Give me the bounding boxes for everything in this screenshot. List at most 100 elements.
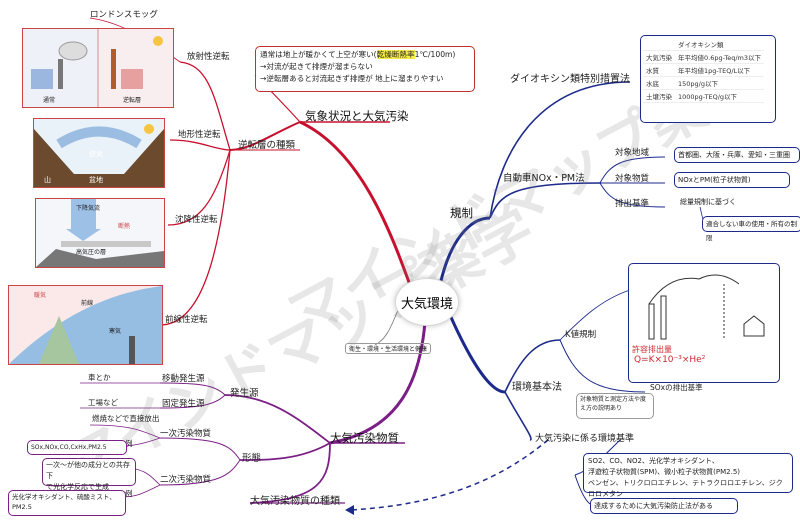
branch-center-weather bbox=[299, 120, 412, 286]
branch-k-picture bbox=[559, 289, 631, 341]
branch-pol-types bbox=[249, 442, 331, 504]
branch-pol-form bbox=[239, 442, 331, 461]
secondary-label[interactable]: 二次汚染物質 bbox=[160, 475, 212, 485]
dioxin-table-row: 大気汚染年平均値0.6pg-Teq/m3以下 bbox=[643, 51, 764, 64]
branch-pol-source bbox=[224, 394, 331, 444]
branch-primary-desc bbox=[89, 424, 161, 439]
dioxin-table-medium: 土壌汚染 bbox=[643, 90, 675, 103]
london-smog-label[interactable]: ロンドンスモッグ bbox=[90, 10, 158, 20]
branch-form-primary bbox=[159, 437, 241, 461]
dioxin-table-value: 年平均値1pg-TEQ/L以下 bbox=[675, 64, 764, 77]
target-substance-box: NOxとPM(粒子状物質) bbox=[674, 172, 790, 188]
dioxin-table-value: 1000pg-TEQ/g以下 bbox=[675, 90, 764, 103]
secondary-list-box: 光化学オキシダント、硫酸ミスト、 PM2.5 bbox=[8, 490, 126, 516]
achievement-box: 達成するために大気汚染防止法がある bbox=[590, 498, 738, 514]
pic-front-label: 前線 bbox=[81, 300, 94, 307]
branch-inv-terrain bbox=[169, 139, 231, 151]
standard-note-box: 対象物質と測定方法や度え方の説明あり bbox=[576, 393, 654, 419]
dioxin-table: ダイオキシン類大気汚染年平均値0.6pg-Teq/m3以下水質年平均値1pg-T… bbox=[643, 38, 764, 103]
radiation-label[interactable]: 放射性逆転 bbox=[187, 52, 230, 62]
pic-mountain-label: 山 bbox=[44, 176, 51, 184]
env-law-title[interactable]: 環境基本法 bbox=[512, 382, 562, 393]
secondary-desc-box: 一次〜が他の成分との共存下 で光化学反応で生成 bbox=[42, 458, 136, 491]
dioxin-table-box: ダイオキシン類大気汚染年平均値0.6pg-Teq/m3以下水質年平均値1pg-T… bbox=[640, 35, 776, 123]
branch-k-sox bbox=[559, 339, 646, 393]
inversion-types-label[interactable]: 逆転層の種類 bbox=[238, 140, 296, 151]
branch-source-fixed bbox=[159, 394, 226, 409]
primary-desc: 燃焼などで直接放出 bbox=[92, 414, 160, 423]
branch-nox-area bbox=[599, 156, 666, 184]
terrain-inversion-picture: 山 盆地 逆気 bbox=[33, 118, 165, 188]
branch-center-regulation bbox=[438, 216, 491, 286]
mobile-example: 車とか bbox=[88, 373, 111, 382]
branch-env-standard bbox=[504, 391, 532, 441]
branch-inv-radiation bbox=[179, 61, 231, 151]
subsidence-inversion-picture: 下降気流 断熱 高気圧の層 bbox=[35, 198, 165, 268]
emission-standard-label[interactable]: 排出基準 bbox=[615, 199, 650, 209]
substances-box: SO2、CO、NO2、光化学オキシダント、 浮遊粒子状物質(SPM)、微小粒子状… bbox=[583, 453, 793, 498]
form-label[interactable]: 形態 bbox=[242, 453, 262, 464]
frontal-label[interactable]: 前線性逆転 bbox=[165, 315, 208, 325]
svg-text:Q=K×10⁻³×He²: Q=K×10⁻³×He² bbox=[634, 355, 706, 365]
branch-env-k bbox=[504, 339, 561, 393]
dioxin-table-medium: 水底 bbox=[643, 77, 675, 90]
pollutant-types-label[interactable]: 大気汚染物質の種類 bbox=[250, 496, 340, 507]
branch-center-pollutants bbox=[329, 321, 427, 445]
dioxin-label[interactable]: ダイオキシン類特別措置法 bbox=[510, 74, 630, 85]
branch-inv-subsidence bbox=[167, 149, 231, 226]
frontal-inversion-picture: 暖気 寒気 前線 bbox=[8, 285, 163, 365]
source-label[interactable]: 発生源 bbox=[230, 388, 259, 399]
env-standard-label[interactable]: 大気汚染に係る環境基準 bbox=[535, 434, 635, 444]
branch-center-env bbox=[448, 314, 506, 394]
dioxin-table-value: ダイオキシン類 bbox=[675, 38, 764, 51]
dioxin-table-medium: 水質 bbox=[643, 64, 675, 77]
emission-note-box: 適合しない車の使用・所有の制限 bbox=[702, 216, 800, 242]
dioxin-table-value: 年平均値0.6pg-Teq/m3以下 bbox=[675, 51, 764, 64]
pic-basin-label: 盆地 bbox=[89, 176, 103, 184]
branch-standard-achieve bbox=[574, 474, 591, 505]
subsidence-label[interactable]: 沈降性逆転 bbox=[175, 215, 218, 225]
source-tag[interactable]: 衛生・環境・生活環境と健康 bbox=[345, 343, 432, 354]
pic-inversion-label: 逆転層 bbox=[123, 97, 142, 104]
mobile-source-label[interactable]: 移動発生源 bbox=[162, 374, 205, 384]
dashed-arrow-head bbox=[345, 505, 354, 515]
fixed-source-label[interactable]: 固定発生源 bbox=[162, 399, 205, 409]
dioxin-table-medium: 大気汚染 bbox=[643, 51, 675, 64]
pic-reverse-label: 逆気 bbox=[89, 150, 103, 158]
pic-highpress-label: 高気圧の層 bbox=[76, 249, 107, 256]
target-area-label[interactable]: 対象地域 bbox=[615, 148, 650, 158]
dioxin-table-row: 水質年平均値1pg-TEQ/L以下 bbox=[643, 64, 764, 77]
dioxin-table-value: 150pg/g以下 bbox=[675, 77, 764, 90]
branch-nox-emission bbox=[599, 182, 666, 208]
sox-label[interactable]: SOxの排出基準 bbox=[650, 383, 703, 392]
branch-source-mobile bbox=[159, 382, 226, 396]
primary-example-label: 例 bbox=[125, 439, 133, 448]
dioxin-table-medium bbox=[643, 38, 675, 51]
fixed-example: 工場など bbox=[88, 398, 118, 407]
primary-label[interactable]: 一次汚染物質 bbox=[160, 429, 212, 439]
pic-heat-label: 断熱 bbox=[118, 223, 131, 230]
pic-down-label: 下降気流 bbox=[76, 205, 101, 212]
branch-reg-nox bbox=[489, 182, 601, 219]
nox-pm-label[interactable]: 自動車NOx・PM法 bbox=[503, 173, 585, 184]
pic-cold-label: 寒気 bbox=[109, 328, 122, 335]
target-area-box: 首都圏、大阪・兵庫、愛知・三重圏 bbox=[674, 147, 800, 163]
center-node[interactable]: 大気環境 bbox=[395, 278, 459, 326]
k-value-label[interactable]: K値規制 bbox=[565, 330, 597, 340]
branch-form-secondary bbox=[159, 459, 241, 486]
branch-reg-dioxin bbox=[489, 81, 631, 219]
k-value-picture: Q=K×10⁻³×He² 許容排出量 bbox=[628, 263, 780, 383]
terrain-label[interactable]: 地形性逆転 bbox=[178, 130, 221, 140]
target-substance-label[interactable]: 対象物質 bbox=[615, 174, 650, 184]
dioxin-table-row: ダイオキシン類 bbox=[643, 38, 764, 51]
secondary-example-label: 例 bbox=[125, 489, 133, 498]
regulation-title[interactable]: 規制 bbox=[450, 206, 473, 220]
pollutants-title[interactable]: 大気汚染物質 bbox=[330, 431, 399, 445]
primary-list-box: SOx,NOx,CO,CxHx,PM2.5 bbox=[27, 440, 127, 455]
weather-title[interactable]: 気象状況と大気汚染 bbox=[305, 109, 409, 123]
radiation-inversion-picture: 通常 逆転層 bbox=[22, 28, 174, 108]
